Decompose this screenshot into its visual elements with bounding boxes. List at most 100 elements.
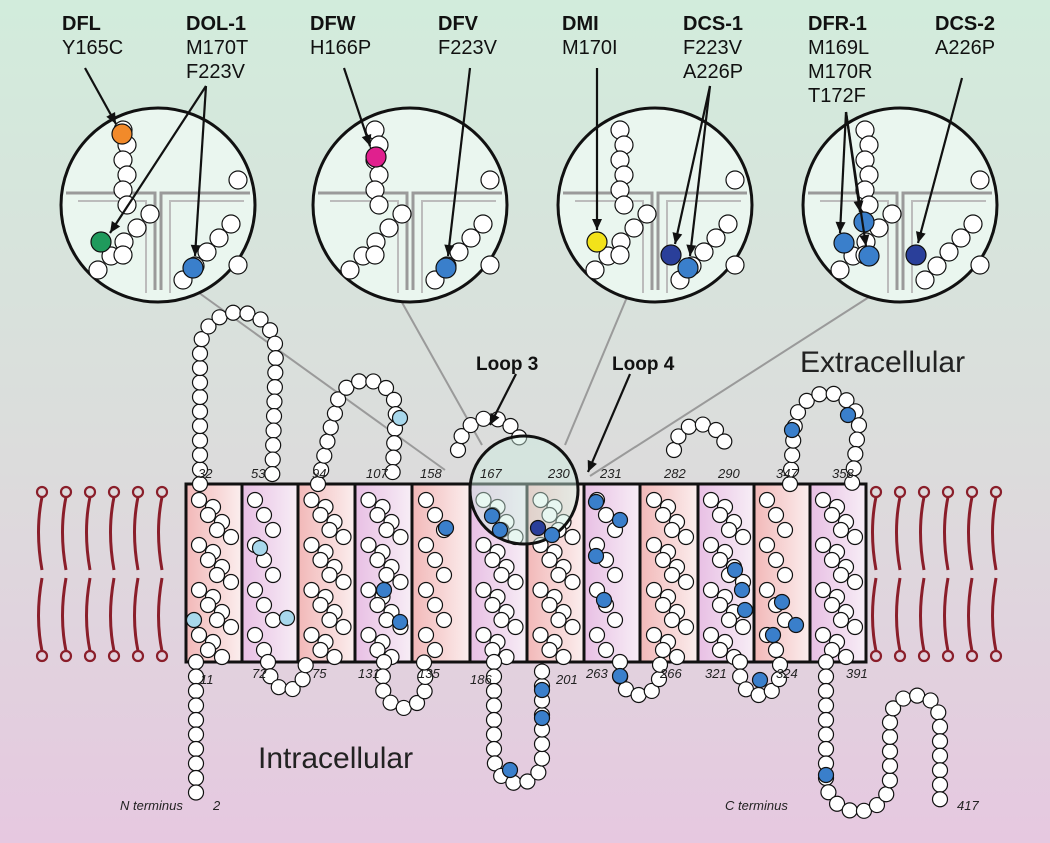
residue	[677, 573, 695, 591]
arrow-shaft	[586, 373, 632, 473]
zoom-panel-3	[556, 106, 754, 304]
mutant-labels: DFL Y165C DOL-1 M170T F223V DFW H166P DF…	[62, 13, 995, 107]
residue	[820, 784, 837, 801]
residue	[369, 551, 386, 569]
mutation-m169l: M169L	[808, 37, 869, 59]
residue	[564, 528, 581, 546]
residue	[654, 641, 672, 659]
residue	[378, 566, 395, 584]
mutant-name-dfv: DFV	[438, 13, 479, 35]
residue	[485, 740, 503, 758]
residue	[262, 668, 279, 685]
lipid-tail	[967, 577, 974, 652]
residue	[485, 697, 503, 714]
residue	[187, 697, 205, 714]
mutated-residue	[435, 257, 457, 279]
residue	[493, 611, 510, 629]
residue	[868, 796, 886, 814]
residue	[771, 656, 789, 673]
residue	[187, 726, 205, 743]
residue	[541, 551, 558, 569]
residue	[426, 551, 444, 569]
residue	[384, 463, 401, 481]
residue	[706, 228, 726, 248]
residue	[532, 491, 549, 509]
residue	[588, 626, 606, 644]
residue	[541, 506, 558, 524]
residue	[392, 528, 409, 546]
residue	[190, 581, 208, 599]
residue-numbers-extracellular: 32 53 94 107 158 167 230 231 282 290 347…	[198, 466, 854, 481]
arrow-head	[490, 412, 500, 425]
arrow-head	[444, 244, 455, 256]
residue	[541, 596, 558, 614]
residue	[211, 309, 228, 326]
residue	[624, 218, 644, 238]
lipid-tail	[991, 496, 998, 571]
residue	[963, 214, 983, 234]
mutated-residue	[587, 493, 605, 511]
residue	[532, 626, 549, 644]
residue-number-top: 32	[198, 466, 213, 481]
arrow-head	[361, 133, 372, 146]
residue	[823, 551, 841, 569]
residue	[881, 772, 899, 789]
residue	[225, 304, 242, 321]
arrow-head	[672, 232, 683, 244]
residue	[530, 764, 547, 781]
residue	[637, 204, 657, 224]
helix-outline	[808, 191, 992, 290]
residue	[330, 391, 347, 408]
residue	[485, 653, 503, 671]
residue	[228, 170, 248, 190]
residue	[266, 378, 283, 396]
residue	[830, 260, 850, 280]
residue	[473, 214, 493, 234]
residue	[312, 596, 329, 614]
residue	[199, 551, 217, 569]
residue-number-bottom: 201	[555, 672, 578, 687]
residue	[369, 195, 389, 215]
residue	[970, 170, 990, 190]
residue	[449, 441, 467, 459]
residue	[246, 626, 264, 644]
residue	[711, 506, 729, 524]
residue	[585, 260, 605, 280]
residue	[663, 611, 681, 629]
residue-number-top: 107	[366, 466, 388, 481]
mutated-residue	[375, 581, 393, 599]
mutated-residue	[529, 519, 547, 537]
residue	[365, 245, 385, 265]
arrow-head	[859, 234, 870, 246]
mutated-residue	[491, 521, 509, 539]
lipid-tail	[919, 496, 926, 571]
residue	[266, 335, 284, 352]
mutated-residue	[501, 761, 519, 779]
arrow-head	[853, 200, 864, 212]
residue	[208, 566, 226, 584]
arrow-head	[587, 459, 597, 472]
loop4-label: Loop 4	[612, 354, 675, 375]
residue	[378, 611, 395, 629]
residue	[335, 618, 352, 636]
residue	[426, 596, 444, 614]
connector-line	[589, 289, 881, 477]
residue	[859, 195, 879, 215]
residue	[360, 581, 377, 599]
arrow-shaft	[844, 111, 868, 247]
residue	[533, 735, 551, 753]
residue	[360, 536, 377, 554]
residue	[922, 692, 939, 709]
residue	[190, 626, 208, 644]
residue	[881, 728, 899, 745]
residue	[453, 428, 470, 445]
residue	[191, 432, 209, 449]
mutant-name-dol1: DOL-1	[186, 13, 246, 35]
residue	[264, 451, 281, 468]
residue	[200, 318, 217, 335]
helix-outline-inner	[78, 200, 244, 293]
residue-number-top: 358	[832, 466, 854, 481]
residue	[321, 611, 338, 629]
residue	[841, 802, 858, 819]
residue	[284, 680, 301, 698]
